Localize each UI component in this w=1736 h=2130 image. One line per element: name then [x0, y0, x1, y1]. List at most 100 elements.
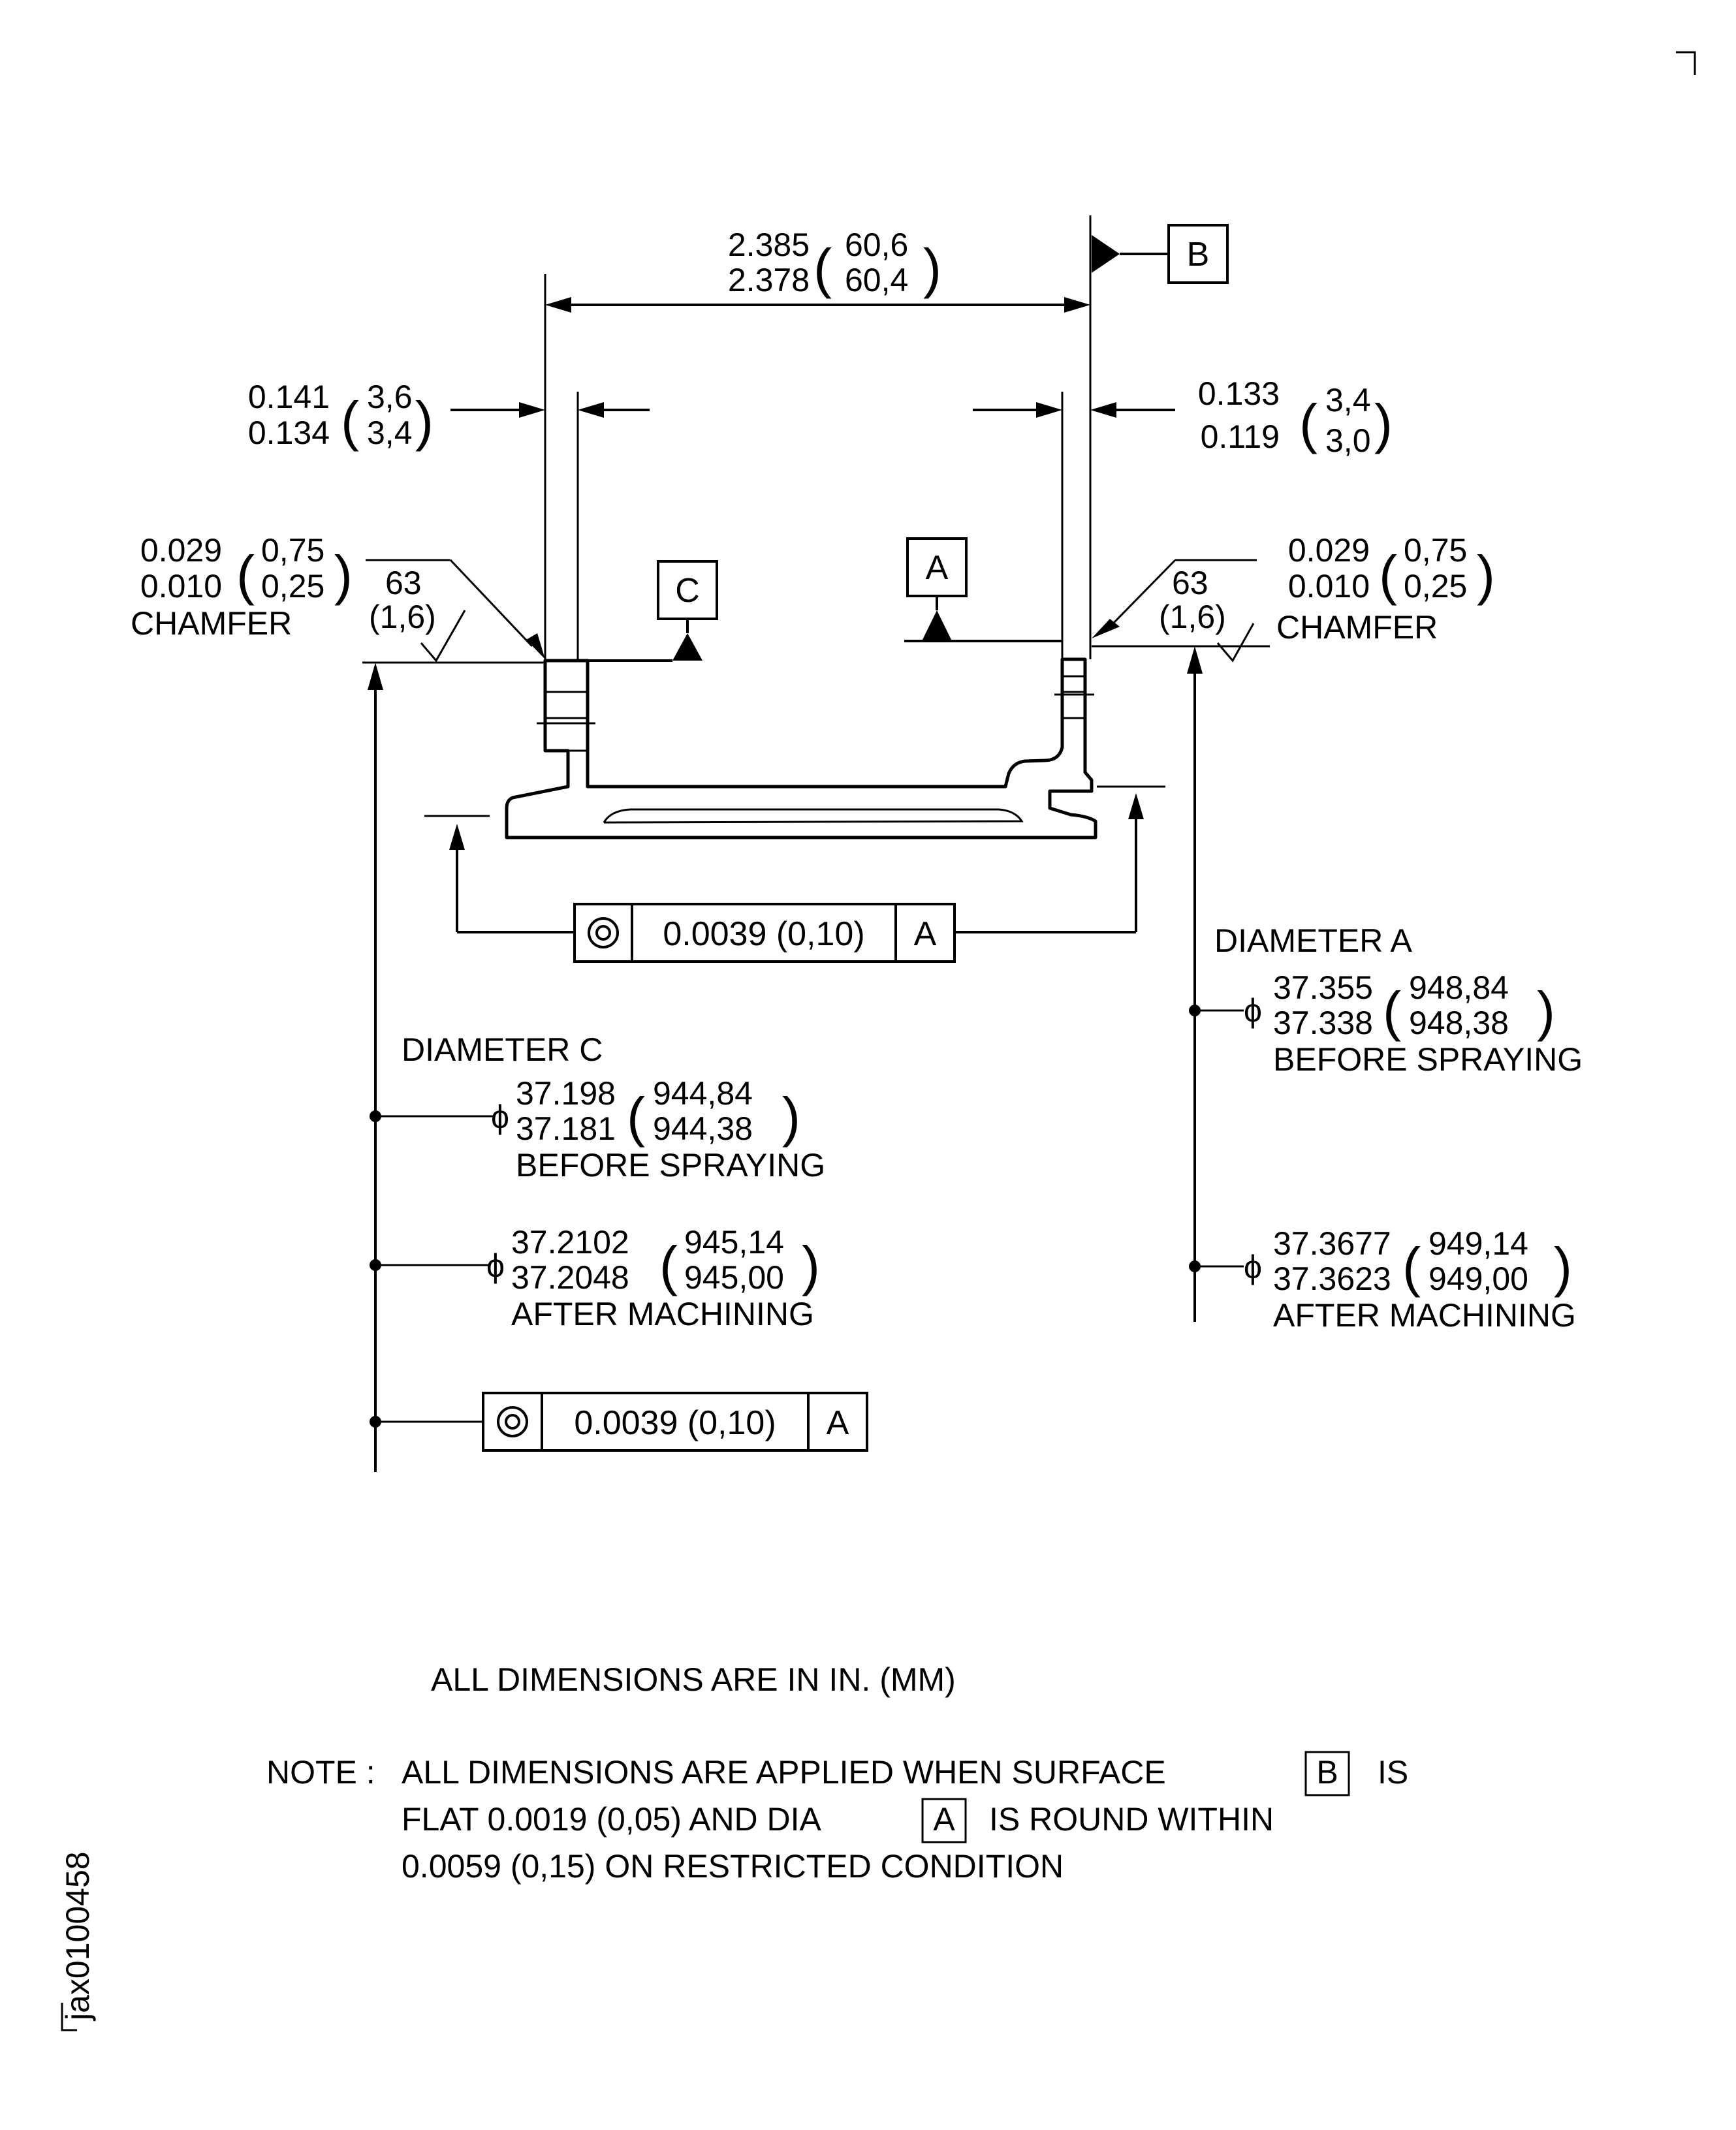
- diameter-c-callout: DIAMETER C ϕ 37.198 37.181 ( 944,84 944,…: [368, 663, 825, 1472]
- datum-b-flag: B: [1092, 224, 1229, 284]
- right-chamfer-max: 0.029: [1288, 532, 1370, 569]
- left-wall-dimension: 0.141 0.134 ( 3,6 3,4 ): [248, 379, 650, 661]
- svg-text:): ): [415, 390, 434, 452]
- diameter-c-label: DIAMETER C: [402, 1031, 603, 1068]
- diameter-a-after-max-mm: 949,14: [1428, 1225, 1528, 1262]
- diameter-c-before-min-mm: 944,38: [653, 1110, 753, 1147]
- concentricity-upper-tolerance: 0.0039 (0,10): [663, 915, 864, 953]
- right-chamfer-min: 0.010: [1288, 568, 1370, 604]
- svg-text:(: (: [813, 238, 832, 299]
- overall-width-min-mm: 60,4: [845, 262, 908, 298]
- diameter-a-before-note: BEFORE SPRAYING: [1273, 1041, 1583, 1078]
- svg-text:(: (: [659, 1235, 678, 1296]
- svg-text:): ): [1477, 544, 1495, 606]
- datum-a-label: A: [926, 549, 949, 587]
- diameter-c-after-max: 37.2102: [511, 1224, 629, 1261]
- right-wall-max-mm: 3,4: [1325, 382, 1371, 418]
- note-line2-box: A: [933, 1801, 955, 1838]
- overall-width-dimension: 2.385 2.378 ( 60,6 60,4 ): [544, 215, 1092, 661]
- part-cross-section: [505, 657, 1097, 839]
- overall-width-max: 2.385: [728, 227, 810, 263]
- left-chamfer-max-mm: 0,75: [261, 532, 324, 569]
- left-wall-max: 0.141: [248, 379, 330, 415]
- svg-text:(: (: [1379, 544, 1397, 606]
- note-line1-box: B: [1316, 1754, 1338, 1791]
- right-chamfer-min-mm: 0,25: [1404, 568, 1467, 604]
- concentricity-upper-datum: A: [914, 915, 937, 953]
- diameter-c-after-max-mm: 945,14: [684, 1224, 784, 1261]
- svg-text:): ): [802, 1235, 820, 1296]
- note-line2-a: FLAT 0.0019 (0,05) AND DIA: [402, 1801, 822, 1838]
- note-prefix: NOTE :: [266, 1754, 375, 1791]
- left-finish-mm: (1,6): [369, 599, 436, 635]
- figure-id: jax0100458: [59, 1851, 96, 2022]
- corner-mark: [1676, 51, 1696, 75]
- svg-text:(: (: [1383, 980, 1401, 1042]
- figure-id-block: jax0100458: [59, 1851, 96, 2031]
- concentricity-lower-datum: A: [827, 1404, 849, 1442]
- diameter-c-before-min: 37.181: [516, 1110, 616, 1147]
- diameter-a-after-max: 37.3677: [1273, 1225, 1391, 1262]
- diameter-a-callout: DIAMETER A ϕ 37.355 37.338 ( 948,84 948,…: [1187, 646, 1583, 1334]
- diameter-a-label: DIAMETER A: [1214, 922, 1412, 959]
- right-finish-value: 63: [1172, 565, 1208, 601]
- overall-width-min: 2.378: [728, 262, 810, 298]
- note-line3: 0.0059 (0,15) ON RESTRICTED CONDITION: [402, 1848, 1064, 1885]
- left-wall-min: 0.134: [248, 415, 330, 451]
- right-chamfer-callout: 63 (1,6) 0.029 0.010 ( 0,75 0,25 ) CHAMF…: [1092, 532, 1495, 663]
- svg-text:(: (: [236, 544, 255, 606]
- part-outline: [505, 657, 1097, 839]
- right-finish-mm: (1,6): [1159, 599, 1226, 635]
- svg-text:): ): [923, 238, 941, 299]
- diameter-a-before-symbol: ϕ: [1244, 992, 1262, 1029]
- left-chamfer-callout: 0.029 0.010 ( 0,75 0,25 ) CHAMFER 63 (1,…: [131, 532, 545, 664]
- svg-text:(: (: [341, 390, 359, 452]
- svg-text:): ): [1537, 980, 1555, 1042]
- groove-outline: [603, 808, 1024, 824]
- left-chamfer-min-mm: 0,25: [261, 568, 324, 604]
- diameter-a-after-min-mm: 949,00: [1428, 1261, 1528, 1297]
- diameter-a-before-max-mm: 948,84: [1409, 969, 1509, 1006]
- left-wall-max-mm: 3,6: [367, 379, 413, 415]
- svg-text:): ): [1554, 1236, 1572, 1298]
- right-wall-max: 0.133: [1198, 375, 1280, 412]
- svg-text:): ): [1374, 393, 1393, 454]
- datum-c-label: C: [675, 572, 700, 610]
- diameter-a-before-min-mm: 948,38: [1409, 1005, 1509, 1041]
- right-wall-min-mm: 3,0: [1325, 422, 1371, 459]
- note-line1-b: IS: [1378, 1754, 1408, 1791]
- diameter-c-after-symbol: ϕ: [486, 1247, 505, 1284]
- svg-text:(: (: [627, 1086, 645, 1148]
- notes: ALL DIMENSIONS ARE IN IN. (MM) NOTE : AL…: [266, 1661, 1408, 1885]
- right-wall-dimension: 0.133 0.119 ( 3,4 3,0 ): [973, 375, 1393, 659]
- left-finish-value: 63: [385, 565, 422, 601]
- right-chamfer-max-mm: 0,75: [1404, 532, 1467, 569]
- diameter-a-after-min: 37.3623: [1273, 1261, 1391, 1297]
- note-line1-a: ALL DIMENSIONS ARE APPLIED WHEN SURFACE: [402, 1754, 1166, 1791]
- datum-b-label: B: [1187, 236, 1210, 274]
- diameter-a-before-min: 37.338: [1273, 1005, 1373, 1041]
- right-chamfer-label: CHAMFER: [1276, 609, 1438, 646]
- diameter-c-before-note: BEFORE SPRAYING: [516, 1147, 825, 1183]
- diameter-c-before-max-mm: 944,84: [653, 1075, 753, 1112]
- left-chamfer-label: CHAMFER: [131, 605, 292, 642]
- diameter-c-after-note: AFTER MACHINING: [511, 1296, 814, 1332]
- left-chamfer-min: 0.010: [140, 568, 222, 604]
- diameter-a-after-symbol: ϕ: [1244, 1249, 1262, 1285]
- diameter-c-before-symbol: ϕ: [491, 1099, 509, 1135]
- overall-width-max-mm: 60,6: [845, 227, 908, 263]
- diameter-a-after-note: AFTER MACHINING: [1273, 1297, 1576, 1334]
- svg-text:(: (: [1299, 393, 1318, 454]
- diameter-c-after-min: 37.2048: [511, 1259, 629, 1296]
- svg-text:): ): [334, 544, 353, 606]
- concentricity-symbol-icon: [497, 1406, 528, 1437]
- svg-text:): ): [782, 1086, 800, 1148]
- svg-text:(: (: [1402, 1236, 1421, 1298]
- left-wall-min-mm: 3,4: [367, 415, 413, 451]
- datum-b-box: [1167, 224, 1229, 284]
- right-wall-min: 0.119: [1201, 418, 1280, 455]
- datum-c-flag: C: [588, 560, 718, 662]
- diameter-c-before-max: 37.198: [516, 1075, 616, 1112]
- concentricity-frame-lower: 0.0039 (0,10) A: [482, 1392, 868, 1452]
